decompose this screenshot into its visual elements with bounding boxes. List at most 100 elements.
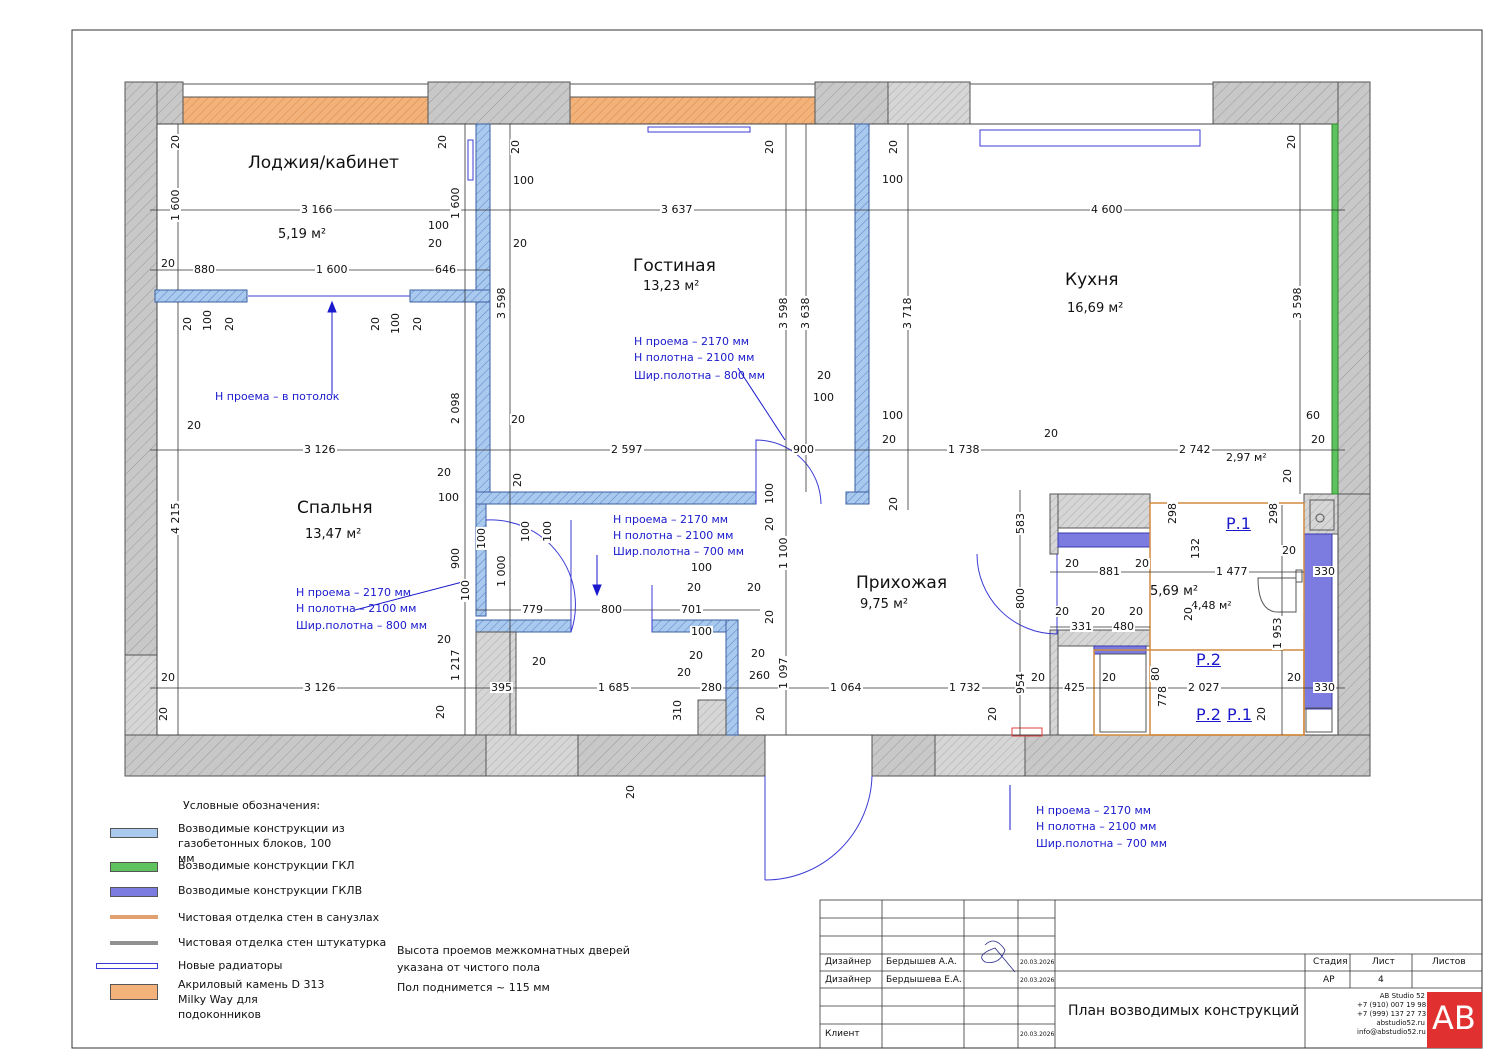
dim-label: 2 742 — [1178, 443, 1212, 456]
dim-label: 20 — [887, 139, 900, 155]
dim-label: 4 215 — [169, 501, 182, 535]
dim-label: 3 598 — [777, 296, 790, 330]
dim-label: 20 — [160, 671, 176, 684]
dim-label: 100 — [541, 520, 554, 543]
dim-label: 1 732 — [948, 681, 982, 694]
door-note-height-leaf: Н полотна – 2100 мм — [613, 529, 734, 542]
dim-label: 20 — [369, 316, 382, 332]
dim-label: 900 — [792, 443, 815, 456]
legend-label: Чистовая отделка стен в санузлах — [178, 911, 380, 924]
dim-label: 330 — [1313, 681, 1336, 694]
legend-swatch-plaster — [110, 941, 158, 945]
dim-label: 20 — [750, 647, 766, 660]
room-area-living: 13,23 м² — [643, 279, 700, 294]
door-note-width-leaf: Шир.полотна – 800 мм — [634, 369, 765, 382]
stage-label: Стадия — [1313, 957, 1348, 967]
stamp-role: Дизайнер — [825, 975, 872, 985]
dim-label: 20 — [676, 666, 692, 679]
legend-title: Условные обозначения: — [183, 799, 321, 812]
dim-label: 20 — [1128, 605, 1144, 618]
dim-label: 20 — [157, 706, 170, 722]
dim-label: 3 638 — [799, 296, 812, 330]
dim-label: 100 — [881, 409, 904, 422]
dim-label: 20 — [436, 633, 452, 646]
room-area-hall: 9,75 м² — [860, 597, 909, 612]
dim-label: 20 — [436, 134, 449, 150]
dim-label: 20 — [763, 609, 776, 625]
dim-label: 20 — [816, 369, 832, 382]
dim-label: 310 — [671, 699, 684, 722]
dim-label: 20 — [1310, 433, 1326, 446]
dim-label: 100 — [881, 173, 904, 186]
legend-label: Возводимые конструкции из газобетонных б… — [178, 822, 345, 865]
dim-label: 3 637 — [660, 203, 694, 216]
dim-label: 2 597 — [610, 443, 644, 456]
dim-label: 20 — [688, 649, 704, 662]
door-note-height-opening: Н проема – 2170 мм — [1036, 804, 1152, 817]
legend-swatch-block — [110, 828, 158, 838]
dim-label: 3 718 — [901, 296, 914, 330]
room-area-bedroom: 13,47 м² — [305, 527, 362, 542]
dim-label: 298 — [1267, 502, 1280, 525]
dim-label: 330 — [1313, 565, 1336, 578]
room-area-kitchen: 16,69 м² — [1067, 301, 1124, 316]
door-note-height-leaf: Н полотна – 2100 мм — [634, 351, 755, 364]
floor-rise-note: Пол поднимется ~ 115 мм — [397, 981, 550, 994]
stamp-name: Бердышев А.А. — [886, 957, 957, 967]
dim-label: 100 — [437, 491, 460, 504]
dim-label: 480 — [1112, 620, 1135, 633]
dim-label: 778 — [1156, 685, 1169, 708]
dim-label: 1 600 — [169, 188, 182, 222]
dim-label: 1 600 — [315, 263, 349, 276]
section-marker: Р.1 — [1226, 514, 1251, 533]
dim-label: 20 — [512, 237, 528, 250]
dim-label: 100 — [812, 391, 835, 404]
dim-label: 800 — [1014, 587, 1027, 610]
dim-label: 1 097 — [777, 656, 790, 690]
dim-label: 20 — [763, 139, 776, 155]
dim-label: 395 — [490, 681, 513, 694]
studio-contacts: AB Studio 52 +7 (910) 007 19 98 +7 (999)… — [1357, 992, 1426, 1037]
dim-label: 20 — [160, 257, 176, 270]
dim-label: 20 — [1134, 557, 1150, 570]
dim-label: 331 — [1070, 620, 1093, 633]
dim-label: 20 — [1255, 706, 1268, 722]
dim-label: 1 064 — [829, 681, 863, 694]
dim-label: 3 126 — [303, 443, 337, 456]
room-name-living: Гостиная — [633, 256, 716, 276]
dim-label: 1 738 — [947, 443, 981, 456]
room-name-kitchen: Кухня — [1065, 270, 1119, 290]
dim-label: 20 — [223, 316, 236, 332]
dim-label: 2 027 — [1187, 681, 1221, 694]
dim-label: 1 217 — [449, 648, 462, 682]
section-marker: Р.1 — [1227, 705, 1252, 724]
dim-label: 100 — [690, 561, 713, 574]
dim-label: 260 — [748, 669, 771, 682]
dim-label: 20 — [169, 134, 182, 150]
legend-label: Новые радиаторы — [178, 959, 283, 972]
door-note-height-leaf: Н полотна – 2100 мм — [1036, 820, 1157, 833]
legend-label: Возводимые конструкции ГКЛВ — [178, 884, 363, 897]
door-note-height-opening: Н проема – 2170 мм — [296, 586, 412, 599]
dim-label: 20 — [1286, 671, 1302, 684]
drawing-title: План возводимых конструкций — [1068, 1003, 1300, 1019]
studio-site: abstudio52.ru — [1376, 1019, 1425, 1028]
dim-label: 20 — [531, 655, 547, 668]
dim-label: 701 — [680, 603, 703, 616]
dim-label: 4 600 — [1090, 203, 1124, 216]
dim-label: 20 — [411, 316, 424, 332]
dim-label: 1 100 — [777, 536, 790, 570]
door-note-height-leaf: Н полотна – 2100 мм — [296, 602, 417, 615]
legend-label: Чистовая отделка стен штукатурка — [178, 936, 387, 949]
dim-label: 779 — [521, 603, 544, 616]
bath-finish — [1093, 502, 1305, 736]
dim-label: 20 — [436, 466, 452, 479]
door-note-height-opening: Н проема – 2170 мм — [634, 335, 750, 348]
dim-label: 20 — [510, 413, 526, 426]
dim-label: 20 — [763, 516, 776, 532]
dim-label: 20 — [1285, 134, 1298, 150]
stamp-role: Дизайнер — [825, 957, 872, 967]
dim-label: 3 166 — [300, 203, 334, 216]
dim-label: 100 — [763, 482, 776, 505]
legend-label: Акриловый камень D 313 Milky Way для под… — [178, 978, 325, 1021]
